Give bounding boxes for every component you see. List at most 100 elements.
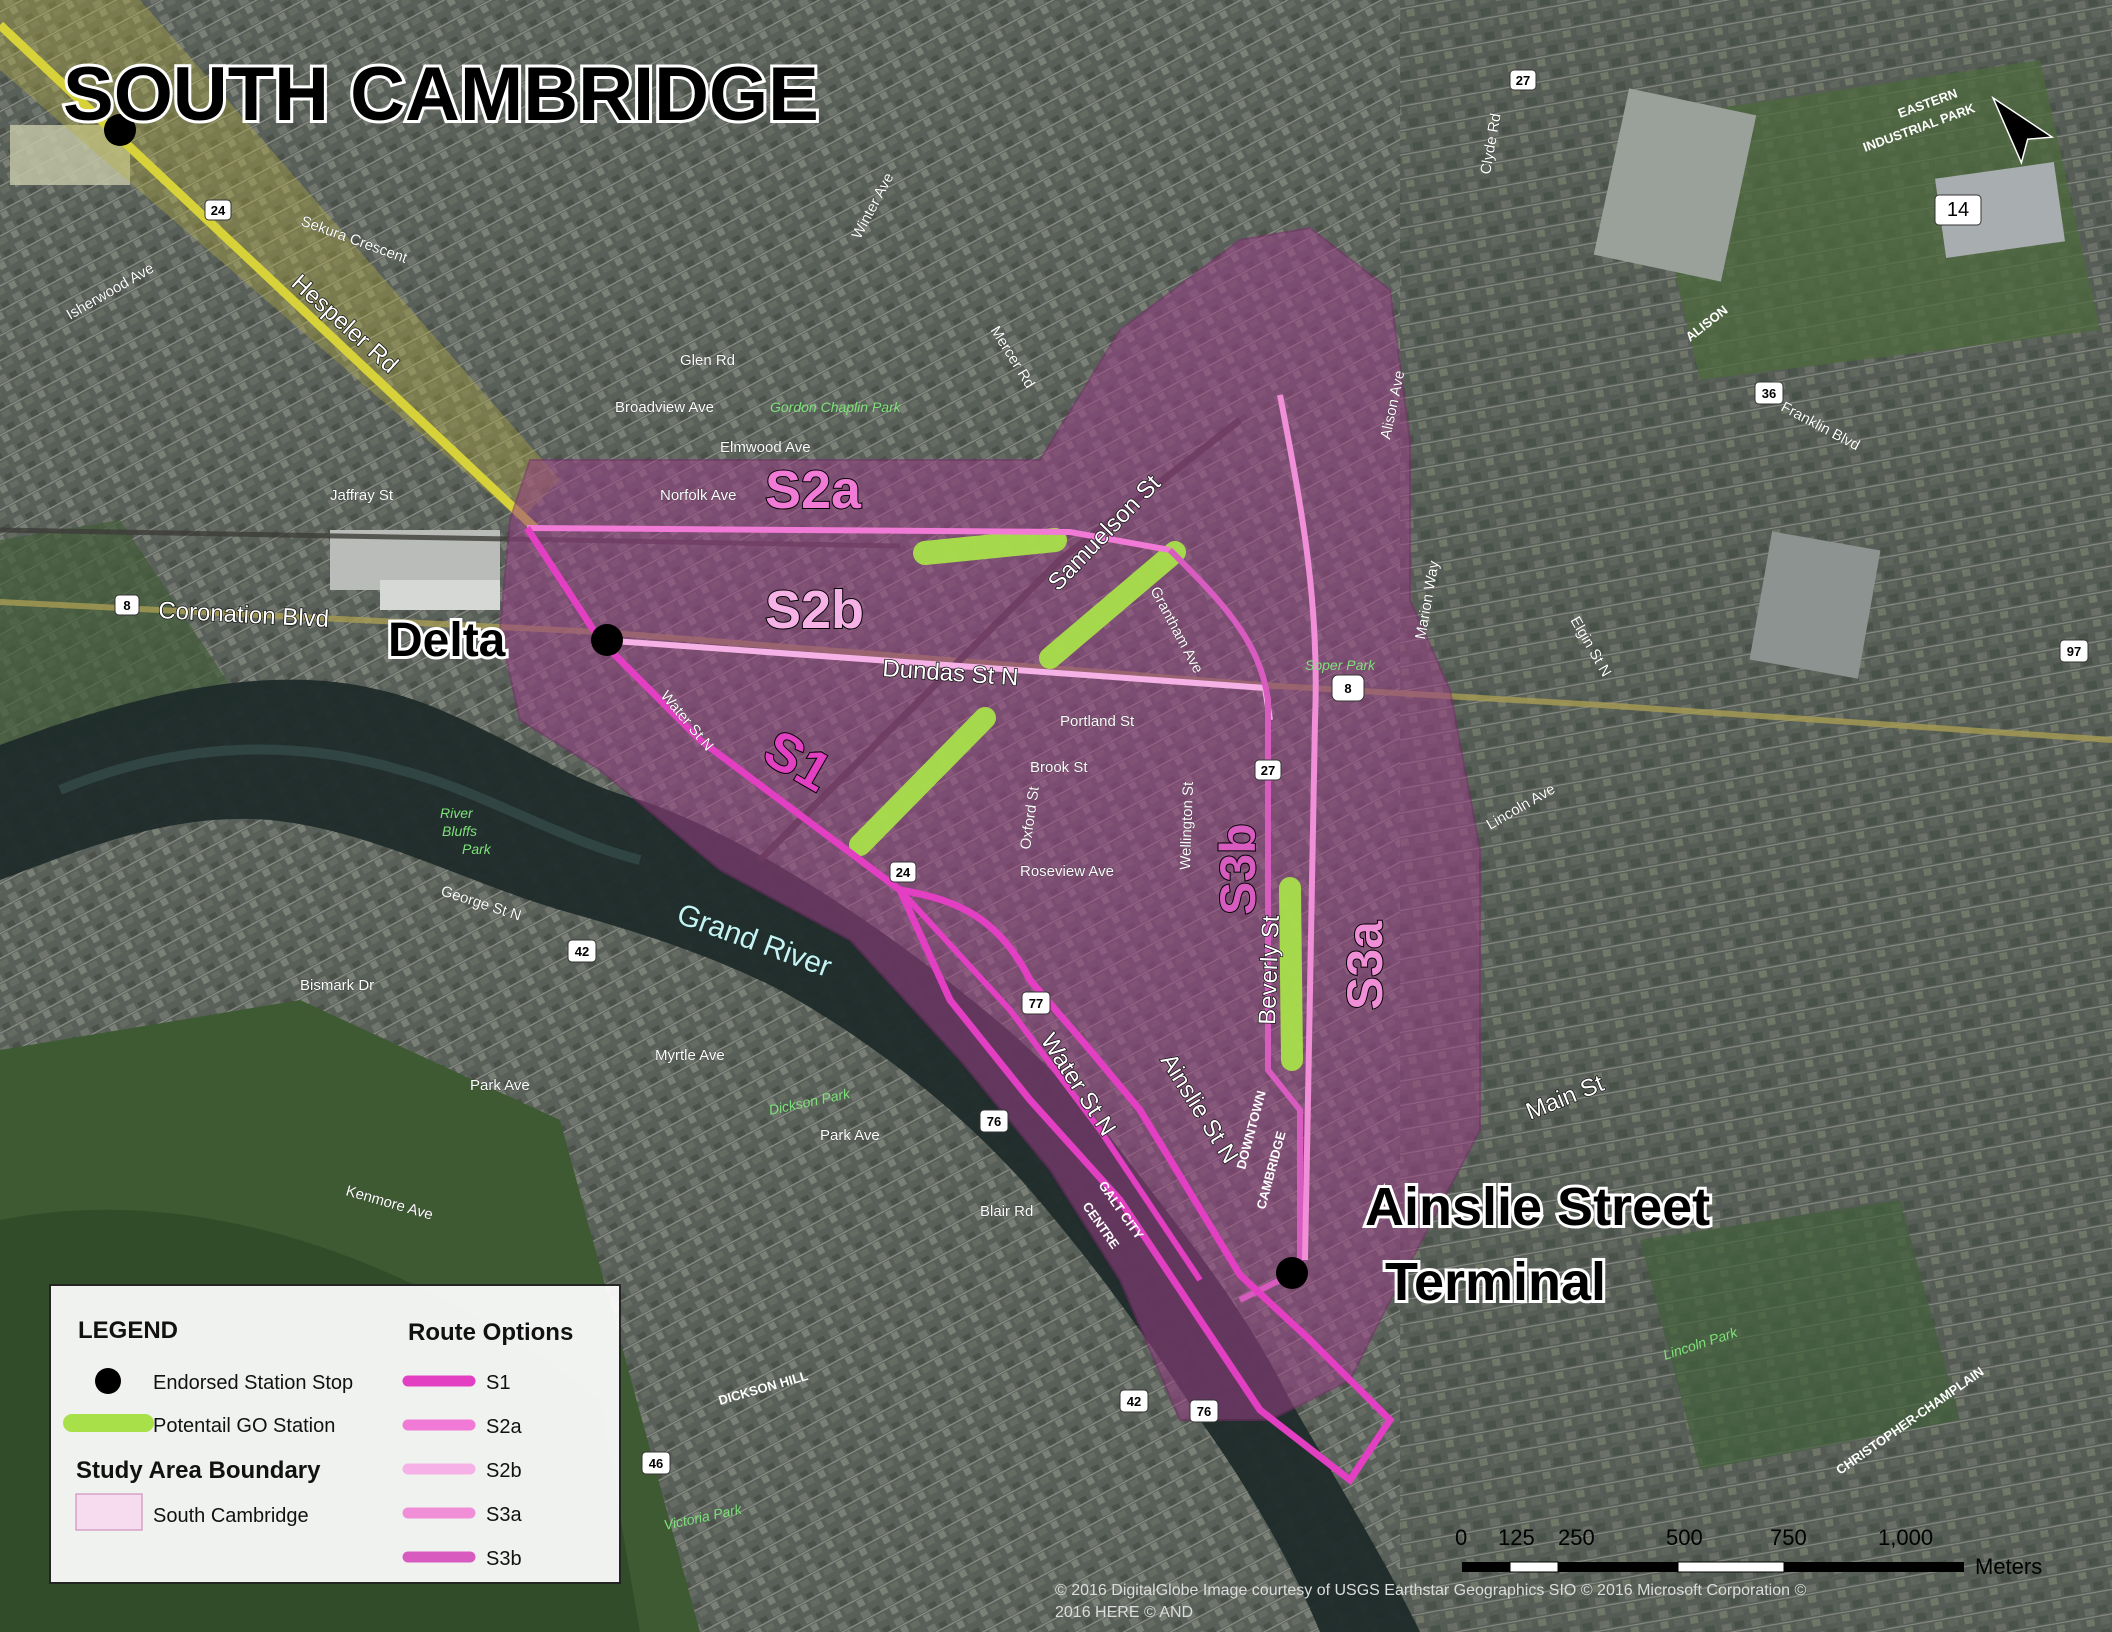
- river-highlight: [58, 744, 642, 865]
- station-delta[interactable]: Delta: [385, 611, 623, 670]
- scale-tick-label: 125: [1498, 1525, 1535, 1550]
- svg-text:36: 36: [1762, 386, 1776, 401]
- street-roseview: Roseview Ave: [1020, 863, 1114, 880]
- legend-title: LEGEND: [78, 1317, 178, 1344]
- street-blair: Blair Rd: [980, 1203, 1033, 1220]
- park-soper: Soper Park: [1305, 657, 1376, 673]
- scale-tick-label: 500: [1666, 1525, 1703, 1550]
- street-myrtle: Myrtle Ave: [655, 1047, 725, 1064]
- street-jaffray: Jaffray St: [330, 487, 394, 504]
- shield-icon: 46: [641, 1451, 671, 1475]
- shield-icon: 42: [1119, 1389, 1149, 1413]
- shield-icon: 8: [1331, 674, 1365, 702]
- shield-icon: 77: [1021, 991, 1051, 1015]
- go-station-marker: [913, 528, 1067, 565]
- route-lines: [524, 394, 1395, 1486]
- svg-text:27: 27: [1516, 73, 1530, 88]
- credit-line-2: 2016 HERE © AND: [1055, 1604, 1193, 1621]
- go-station-marker: [1279, 877, 1303, 1071]
- park-river-2: Bluffs: [442, 823, 477, 839]
- svg-text:27: 27: [1261, 763, 1275, 778]
- legend-s3b-label: S3b: [486, 1548, 522, 1570]
- street-norfolk: Norfolk Ave: [660, 487, 736, 504]
- scale-tick-label: 250: [1558, 1525, 1595, 1550]
- shield-icon: 24: [889, 861, 917, 883]
- park-river-3: Park: [462, 841, 492, 857]
- station-ainslie-label-2: Terminal: [1385, 1252, 1606, 1312]
- svg-text:14: 14: [1947, 199, 1969, 221]
- shield-icon: 76: [1189, 1399, 1219, 1423]
- street-portland: Portland St: [1060, 713, 1135, 730]
- street-bismark: Bismark Dr: [300, 977, 374, 994]
- street-elmwood: Elmwood Ave: [720, 439, 811, 456]
- north-arrow-icon: [1991, 95, 2055, 166]
- street-wellington: Wellington St: [1177, 781, 1197, 870]
- legend-box: [49, 1284, 621, 1584]
- legend: LEGEND Route Options Endorsed Station St…: [49, 1284, 621, 1584]
- legend-routes-title: Route Options: [408, 1319, 573, 1346]
- scale-segment: [1677, 1561, 1785, 1573]
- scale-segment: [1558, 1562, 1678, 1572]
- legend-study-swatch: [75, 1493, 143, 1531]
- scale-tick-label: 750: [1770, 1525, 1807, 1550]
- svg-text:8: 8: [1344, 681, 1351, 696]
- street-broadview: Broadview Ave: [615, 399, 714, 416]
- street-park: Park Ave: [470, 1077, 530, 1094]
- route-s3b-line: [1167, 547, 1303, 1303]
- go-station-marker: [1039, 541, 1186, 669]
- route-label-s3b: S3b: [1210, 823, 1266, 915]
- svg-text:76: 76: [1197, 1404, 1211, 1419]
- street-beverly: Beverly St: [1254, 915, 1285, 1026]
- svg-text:24: 24: [211, 203, 226, 218]
- map-title: SOUTH CAMBRIDGE: [63, 52, 819, 137]
- highway-shields: 24 8 8 27 27 36 97 42 42 76 76 46 77 24 …: [114, 69, 2089, 1475]
- legend-go-label: Potentail GO Station: [153, 1415, 335, 1437]
- credit-line-1: © 2016 DigitalGlobe Image courtesy of US…: [1055, 1582, 1806, 1599]
- shield-icon: 14: [1934, 194, 1982, 226]
- route-labels: S2a S2b S1 S3b S3a: [753, 459, 1394, 1011]
- scale-tick-label: 1,000: [1878, 1525, 1933, 1550]
- street-glen: Glen Rd: [680, 352, 735, 369]
- route-s1-water-line: [897, 887, 1203, 1282]
- route-label-s2a: S2a: [765, 460, 862, 520]
- shield-icon: 27: [1509, 69, 1537, 91]
- legend-endorsed-label: Endorsed Station Stop: [153, 1372, 353, 1394]
- park-river-1: River: [440, 805, 474, 821]
- route-label-s2b: S2b: [765, 580, 864, 640]
- station-south-cambridge-marker: [104, 114, 136, 146]
- svg-text:76: 76: [987, 1114, 1001, 1129]
- station-south-cambridge[interactable]: [104, 114, 136, 146]
- station-ainslie[interactable]: Ainslie Street Terminal: [1276, 1174, 1713, 1315]
- shield-icon: 8: [114, 594, 140, 616]
- park-gordon: Gordon Chaplin Park: [770, 399, 902, 415]
- scale-segment: [1462, 1562, 1510, 1572]
- station-ainslie-marker: [1276, 1257, 1308, 1289]
- svg-text:97: 97: [2067, 644, 2081, 659]
- scale-segment: [1509, 1561, 1559, 1573]
- legend-endorsed-icon: [95, 1368, 121, 1394]
- legend-s1-label: S1: [486, 1372, 510, 1394]
- legend-study-title: Study Area Boundary: [76, 1457, 321, 1484]
- street-brook: Brook St: [1030, 759, 1088, 776]
- shield-icon: 42: [567, 939, 597, 963]
- svg-text:42: 42: [1127, 1394, 1141, 1409]
- scale-tick-label: 0: [1455, 1525, 1467, 1550]
- hespeler-road: [0, 21, 539, 532]
- street-park-2: Park Ave: [820, 1127, 880, 1144]
- grand-river: [0, 679, 1420, 1632]
- shield-icon: 97: [2059, 639, 2089, 663]
- shield-icon: 76: [979, 1109, 1009, 1133]
- station-delta-marker: [591, 624, 623, 656]
- go-stations: [849, 528, 1303, 1071]
- station-ainslie-label-1: Ainslie Street: [1365, 1177, 1710, 1237]
- scale-segment: [1784, 1562, 1964, 1572]
- shield-icon: 24: [204, 199, 232, 221]
- svg-text:24: 24: [896, 865, 911, 880]
- svg-text:46: 46: [649, 1456, 663, 1471]
- route-s2a-line: [526, 525, 1171, 553]
- route-s3a-line: [1277, 394, 1319, 1261]
- legend-s2a-label: S2a: [486, 1416, 522, 1438]
- svg-text:8: 8: [123, 598, 130, 613]
- hespeler-corridor: [0, 0, 560, 520]
